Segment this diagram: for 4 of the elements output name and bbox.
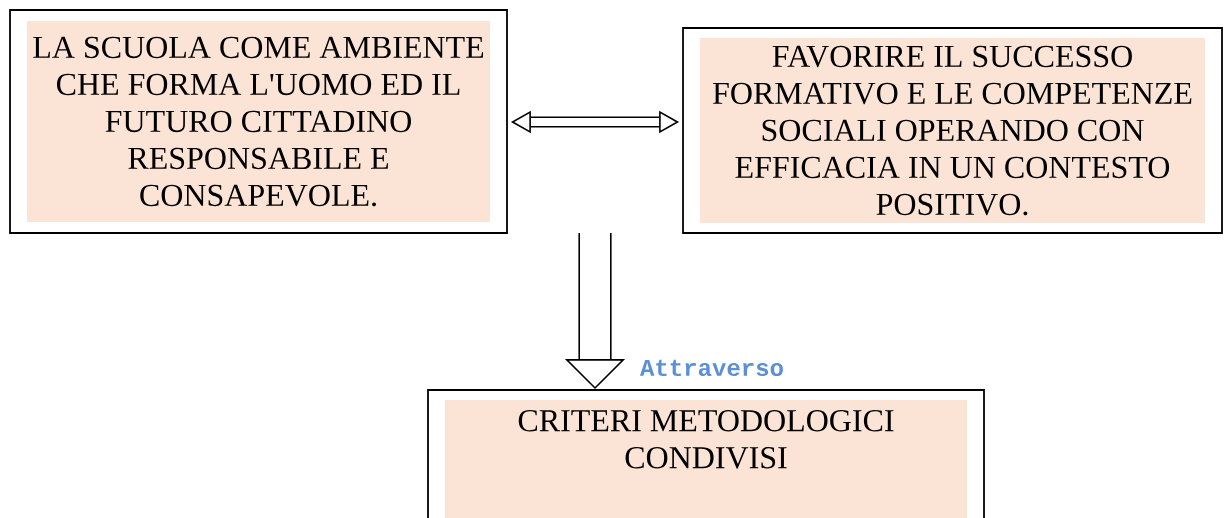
text-box: CRITERI METODOLOGICI CONDIVISI (427, 389, 985, 518)
text-box: FAVORIRE IL SUCCESSO FORMATIVO E LE COMPETENZE SOCIALI OPERANDO CON EFFICACIA IN UN CONTESTO POSITIVO. (682, 27, 1223, 234)
edge-label: Attraverso (640, 359, 783, 377)
text-box: LA SCUOLA COME AMBIENTE CHE FORMA L'UOMO ED IL FUTURO CITTADINO RESPONSABILE E CONSAPEVOLE. (9, 9, 508, 234)
